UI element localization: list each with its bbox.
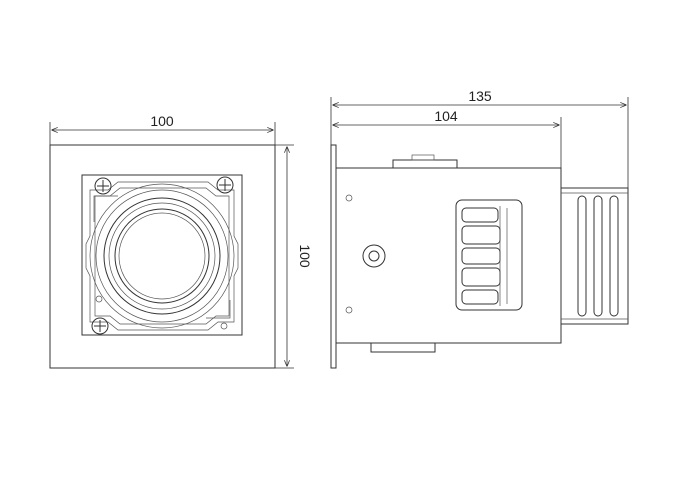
screw-bottom-left [91, 317, 109, 335]
front-ring-2 [95, 189, 229, 323]
side-rear-fins [577, 195, 619, 317]
front-lens-bezel [114, 208, 210, 304]
side-pivot-inner [368, 250, 380, 262]
side-flange [330, 144, 337, 369]
front-bracket-inner [94, 187, 230, 325]
side-housing [335, 167, 562, 344]
dim-front-height: 100 [275, 144, 313, 369]
dim-side-housing: 104 [333, 108, 562, 168]
dim-label-front-width: 100 [150, 113, 174, 129]
front-small-hole-left [95, 295, 103, 303]
dim-label-side-housing: 104 [434, 108, 458, 124]
front-clip-bottom-right [206, 300, 231, 319]
front-inner-square [81, 174, 243, 336]
front-view [49, 144, 276, 369]
front-clip-top-left [93, 195, 118, 222]
front-ring-3 [103, 197, 221, 315]
side-pivot-outer [362, 244, 386, 268]
front-trim-outer [49, 144, 276, 369]
side-top-clip-tab [411, 154, 435, 161]
side-heatsink-window [455, 199, 523, 311]
dim-front-width: 100 [49, 113, 276, 145]
dim-side-total: 135 [330, 88, 629, 188]
front-lens [118, 212, 206, 300]
front-ring-outer [89, 183, 235, 329]
side-bottom-clip [370, 342, 436, 353]
dim-label-side-total: 135 [468, 88, 492, 104]
dim-label-front-height: 100 [297, 244, 313, 268]
front-small-hole-right [220, 322, 228, 330]
side-hole-bottom [345, 306, 353, 314]
side-hole-top [345, 194, 353, 202]
side-top-clip [392, 159, 458, 169]
side-heatsink-fins [461, 206, 508, 306]
side-rear-body [560, 187, 629, 325]
screw-top-left [94, 177, 112, 195]
side-view [330, 144, 629, 369]
front-ring-4 [108, 202, 216, 310]
front-bracket [85, 181, 239, 331]
screw-top-right [216, 176, 234, 194]
